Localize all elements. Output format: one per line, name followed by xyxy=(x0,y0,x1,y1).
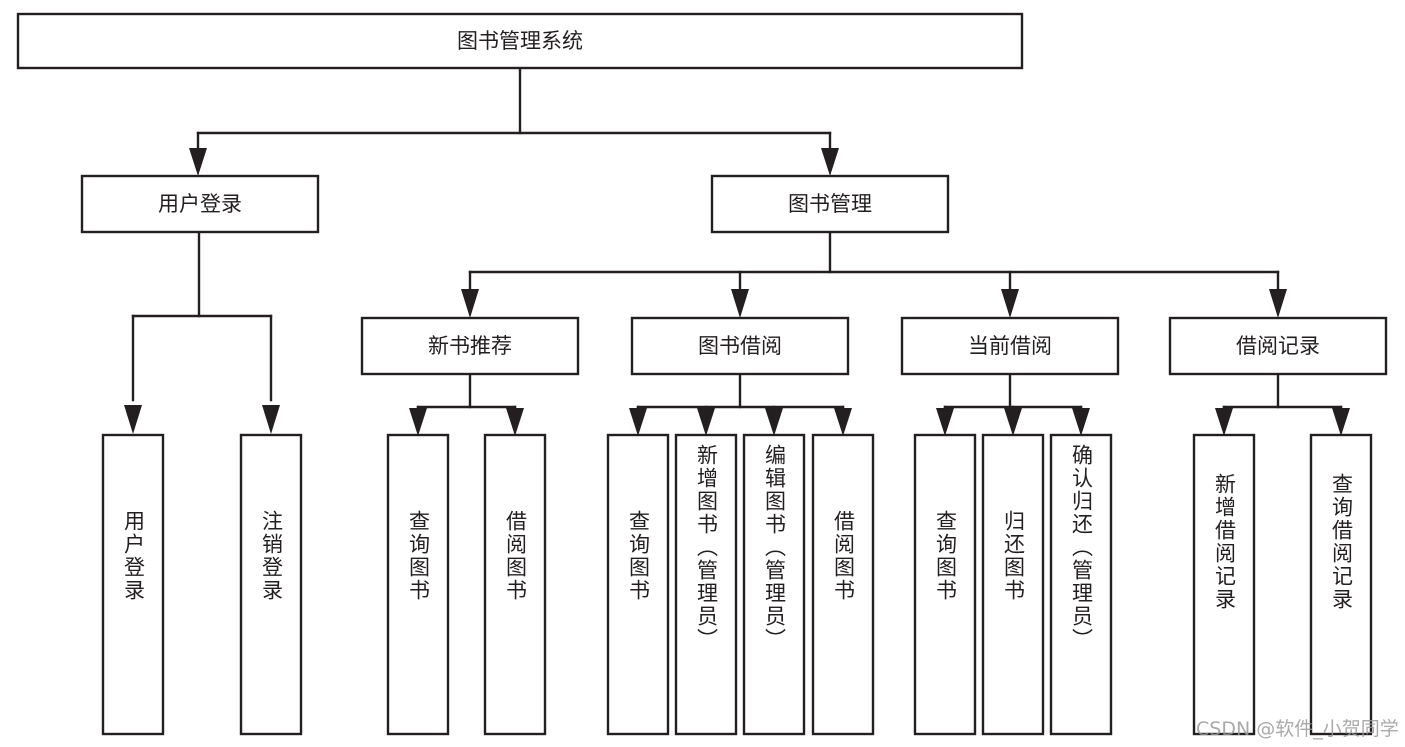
node-new-book-recommend[interactable]: 新书推荐 xyxy=(360,316,580,376)
leaf-rect-borrow-record-1[interactable] xyxy=(1192,433,1256,736)
arrowhead-cb-leaf-2 xyxy=(1004,408,1022,436)
arrowhead-book-borrow xyxy=(731,289,749,318)
csdn-watermark: CSDN @软件_小贺同学 xyxy=(1196,718,1399,740)
arrowhead-new-book xyxy=(461,289,479,318)
arrowhead-user-login xyxy=(189,148,207,176)
leaf-rect-book-borrow-1[interactable] xyxy=(606,433,670,736)
node-book-manage-label: 图书管理 xyxy=(788,192,872,216)
node-book-borrow-rect[interactable] xyxy=(630,316,850,376)
node-book-borrow-label: 图书借阅 xyxy=(698,334,782,358)
arrowhead-bb-leaf-3 xyxy=(765,408,783,436)
leaf-rect-user-login-2[interactable] xyxy=(239,433,303,736)
node-root[interactable]: 图书管理系统 xyxy=(16,12,1024,70)
node-borrow-record-label: 借阅记录 xyxy=(1236,334,1320,358)
leaf-rect-borrow-record-2[interactable] xyxy=(1309,433,1373,736)
node-borrow-record[interactable]: 借阅记录 xyxy=(1168,316,1388,376)
node-current-borrow-label: 当前借阅 xyxy=(968,334,1052,358)
leaf-rect-book-borrow-2[interactable] xyxy=(674,433,738,736)
nodes-layer: 图书管理系统 用户登录 图书管理 新书推荐 图书借阅 当前 xyxy=(16,12,1388,736)
arrowhead-current-borrow xyxy=(1001,289,1019,318)
node-new-book-recommend-rect[interactable] xyxy=(360,316,580,376)
node-root-rect[interactable] xyxy=(16,12,1024,70)
leaf-rect-book-borrow-4[interactable] xyxy=(811,433,875,736)
arrowhead-nb-leaf-2 xyxy=(506,408,524,436)
leaf-rect-current-borrow-1[interactable] xyxy=(913,433,977,736)
node-current-borrow[interactable]: 当前借阅 xyxy=(900,316,1120,376)
arrowhead-br-leaf-2 xyxy=(1332,408,1350,436)
leaf-rect-current-borrow-3[interactable] xyxy=(1049,433,1113,736)
arrowhead-borrow-record xyxy=(1269,289,1287,318)
node-borrow-record-rect[interactable] xyxy=(1168,316,1388,376)
arrowhead-cb-leaf-3 xyxy=(1072,408,1090,436)
leaf-rect-book-borrow-3[interactable] xyxy=(742,433,806,736)
node-user-login[interactable]: 用户登录 xyxy=(80,174,320,234)
leaf-rect-new-book-2[interactable] xyxy=(483,433,547,736)
arrowhead-book-manage xyxy=(821,148,839,176)
node-book-borrow[interactable]: 图书借阅 xyxy=(630,316,850,376)
node-book-manage-rect[interactable] xyxy=(710,174,950,234)
node-user-login-rect[interactable] xyxy=(80,174,320,234)
node-book-manage[interactable]: 图书管理 xyxy=(710,174,950,234)
edges-layer xyxy=(124,66,1350,436)
arrowhead-cb-leaf-1 xyxy=(936,408,954,436)
node-new-book-recommend-label: 新书推荐 xyxy=(428,334,512,358)
arrowhead-leaf-user-login xyxy=(124,405,142,434)
arrowhead-bb-leaf-2 xyxy=(697,408,715,436)
leaf-rect-user-login-1[interactable] xyxy=(101,433,165,736)
node-root-label: 图书管理系统 xyxy=(457,29,583,53)
arrowhead-bb-leaf-1 xyxy=(629,408,647,436)
arrowhead-leaf-logout xyxy=(262,405,280,434)
node-current-borrow-rect[interactable] xyxy=(900,316,1120,376)
arrowhead-br-leaf-1 xyxy=(1215,408,1233,436)
leaf-rect-current-borrow-2[interactable] xyxy=(981,433,1045,736)
arrowhead-nb-leaf-1 xyxy=(409,408,427,436)
arrowhead-bb-leaf-4 xyxy=(834,408,852,436)
node-user-login-label: 用户登录 xyxy=(158,192,242,216)
leaf-rect-new-book-1[interactable] xyxy=(386,433,450,736)
